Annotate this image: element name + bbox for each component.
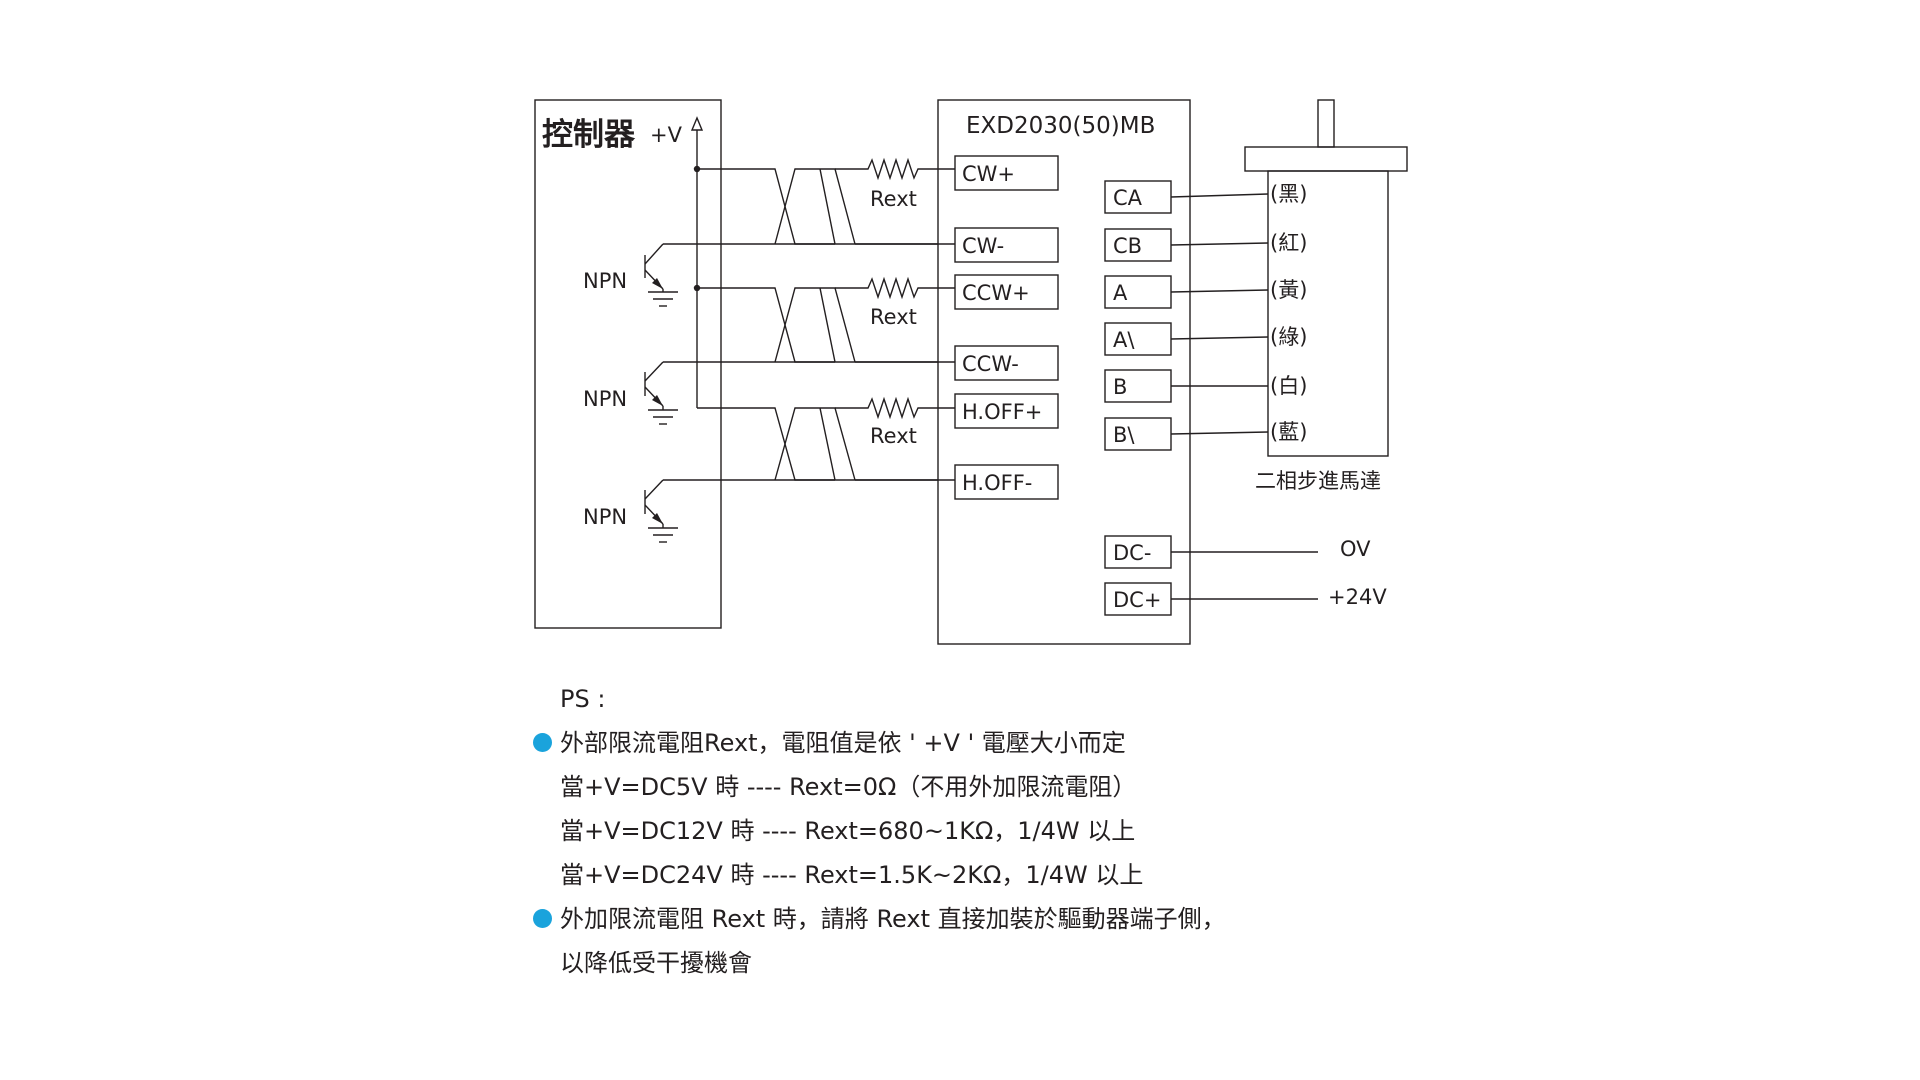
- power-label-24v: +24V: [1328, 585, 1387, 609]
- terminal-hoff-minus: [954, 464, 1059, 500]
- wire-color-black: (黑): [1270, 182, 1307, 206]
- terminal-label-cw-plus: CW+: [962, 162, 1015, 186]
- npn-label-2: NPN: [583, 387, 627, 411]
- terminal-ca: [1104, 180, 1172, 214]
- npn-transistor-1: [644, 243, 938, 307]
- vplus-arrow: [690, 116, 704, 131]
- wire-vplus-cw: [697, 168, 835, 245]
- terminal-label-cb: CB: [1113, 234, 1142, 258]
- note-item-2: 外加限流電阻 Rext 時，請將 Rext 直接加裝於驅動器端子側，: [533, 897, 1226, 941]
- terminal-label-dc-minus: DC-: [1113, 541, 1151, 565]
- controller-box: [534, 99, 722, 629]
- wire-color-red: (紅): [1270, 231, 1307, 255]
- terminal-label-ccw-minus: CCW-: [962, 352, 1019, 376]
- motor-wiring: [1170, 193, 1318, 600]
- npn-label-1: NPN: [583, 269, 627, 293]
- motor-label: 二相步進馬達: [1255, 469, 1381, 493]
- note-text-2: 當+V=DC5V 時 ---- Rext=0Ω（不用外加限流電阻）: [560, 773, 1137, 801]
- note-text-5: 外加限流電阻 Rext 時，請將 Rext 直接加裝於驅動器端子側，: [560, 905, 1226, 933]
- note-text-4: 當+V=DC24V 時 ---- Rext=1.5K~2KΩ，1/4W 以上: [560, 861, 1144, 889]
- bullet-icon: [533, 733, 552, 752]
- terminal-ccw-plus: [954, 274, 1059, 310]
- ps-heading: PS :: [560, 685, 606, 713]
- notes-section: PS : 外部限流電阻Rext，電阻值是依 ' +V ' 電壓大小而定 當+V=…: [533, 677, 1226, 985]
- terminal-cb: [1104, 228, 1172, 262]
- rext-label-3: Rext: [870, 424, 917, 448]
- wire-color-yellow: (黃): [1270, 278, 1307, 302]
- driver-box: [937, 99, 1191, 645]
- emitter-arrow-1: [652, 278, 663, 289]
- npn-label-3: NPN: [583, 505, 627, 529]
- rext-resistor-2: [835, 276, 955, 300]
- motor-flange: [1244, 146, 1408, 172]
- wire-color-white: (白): [1270, 374, 1307, 398]
- driver-model: EXD2030(50)MB: [966, 113, 1155, 139]
- npn-transistor-2: [644, 361, 938, 425]
- terminal-hoff-plus: [954, 393, 1059, 429]
- terminal-label-ccw-plus: CCW+: [962, 281, 1030, 305]
- wire-color-green: (綠): [1270, 325, 1307, 349]
- terminal-label-cw-minus: CW-: [962, 234, 1004, 258]
- motor-shaft: [1317, 99, 1335, 148]
- terminal-ccw-minus: [954, 345, 1059, 381]
- terminal-b: [1104, 369, 1172, 403]
- note-item-1: 外部限流電阻Rext，電阻值是依 ' +V ' 電壓大小而定: [533, 721, 1226, 765]
- twist-3: [774, 407, 856, 481]
- emitter-arrow-2: [652, 395, 663, 406]
- terminal-label-hoff-plus: H.OFF+: [962, 400, 1042, 424]
- terminal-cw-minus: [954, 227, 1059, 263]
- terminal-label-a-bar: A\: [1113, 328, 1135, 352]
- terminal-label-b: B: [1113, 375, 1127, 399]
- signal-wiring: [697, 157, 955, 481]
- wire-vplus-hoff: [697, 407, 835, 481]
- terminal-cw-plus: [954, 155, 1059, 191]
- power-label-ov: OV: [1340, 537, 1371, 561]
- rext-label-1: Rext: [870, 187, 917, 211]
- bullet-icon: [533, 909, 552, 928]
- note-text-3: 當+V=DC12V 時 ---- Rext=680~1KΩ，1/4W 以上: [560, 817, 1136, 845]
- terminal-a-bar: [1104, 322, 1172, 356]
- note-text-6: 以降低受干擾機會: [560, 949, 752, 977]
- vplus-label: +V: [650, 123, 683, 147]
- npn-transistor-3: [644, 479, 938, 543]
- rext-label-2: Rext: [870, 305, 917, 329]
- note-text-1: 外部限流電阻Rext，電阻值是依 ' +V ' 電壓大小而定: [560, 729, 1126, 757]
- terminal-label-b-bar: B\: [1113, 423, 1135, 447]
- wire-color-blue: (藍): [1270, 420, 1307, 444]
- terminal-label-dc-plus: DC+: [1113, 588, 1161, 612]
- terminal-dc-plus: [1104, 582, 1172, 616]
- rext-resistor-3: [835, 396, 955, 420]
- wire-vplus-ccw: [697, 287, 835, 363]
- terminal-b-bar: [1104, 417, 1172, 451]
- terminal-label-ca: CA: [1113, 186, 1143, 210]
- twist-1: [774, 168, 856, 245]
- controller-title: 控制器: [542, 117, 636, 153]
- transistors: [644, 243, 938, 543]
- rext-resistor-1: [835, 157, 955, 181]
- terminal-label-hoff-minus: H.OFF-: [962, 471, 1032, 495]
- terminal-label-a: A: [1113, 281, 1128, 305]
- twist-2: [774, 287, 856, 363]
- terminal-a: [1104, 275, 1172, 309]
- emitter-arrow-3: [652, 513, 663, 524]
- motor-body: [1267, 170, 1389, 457]
